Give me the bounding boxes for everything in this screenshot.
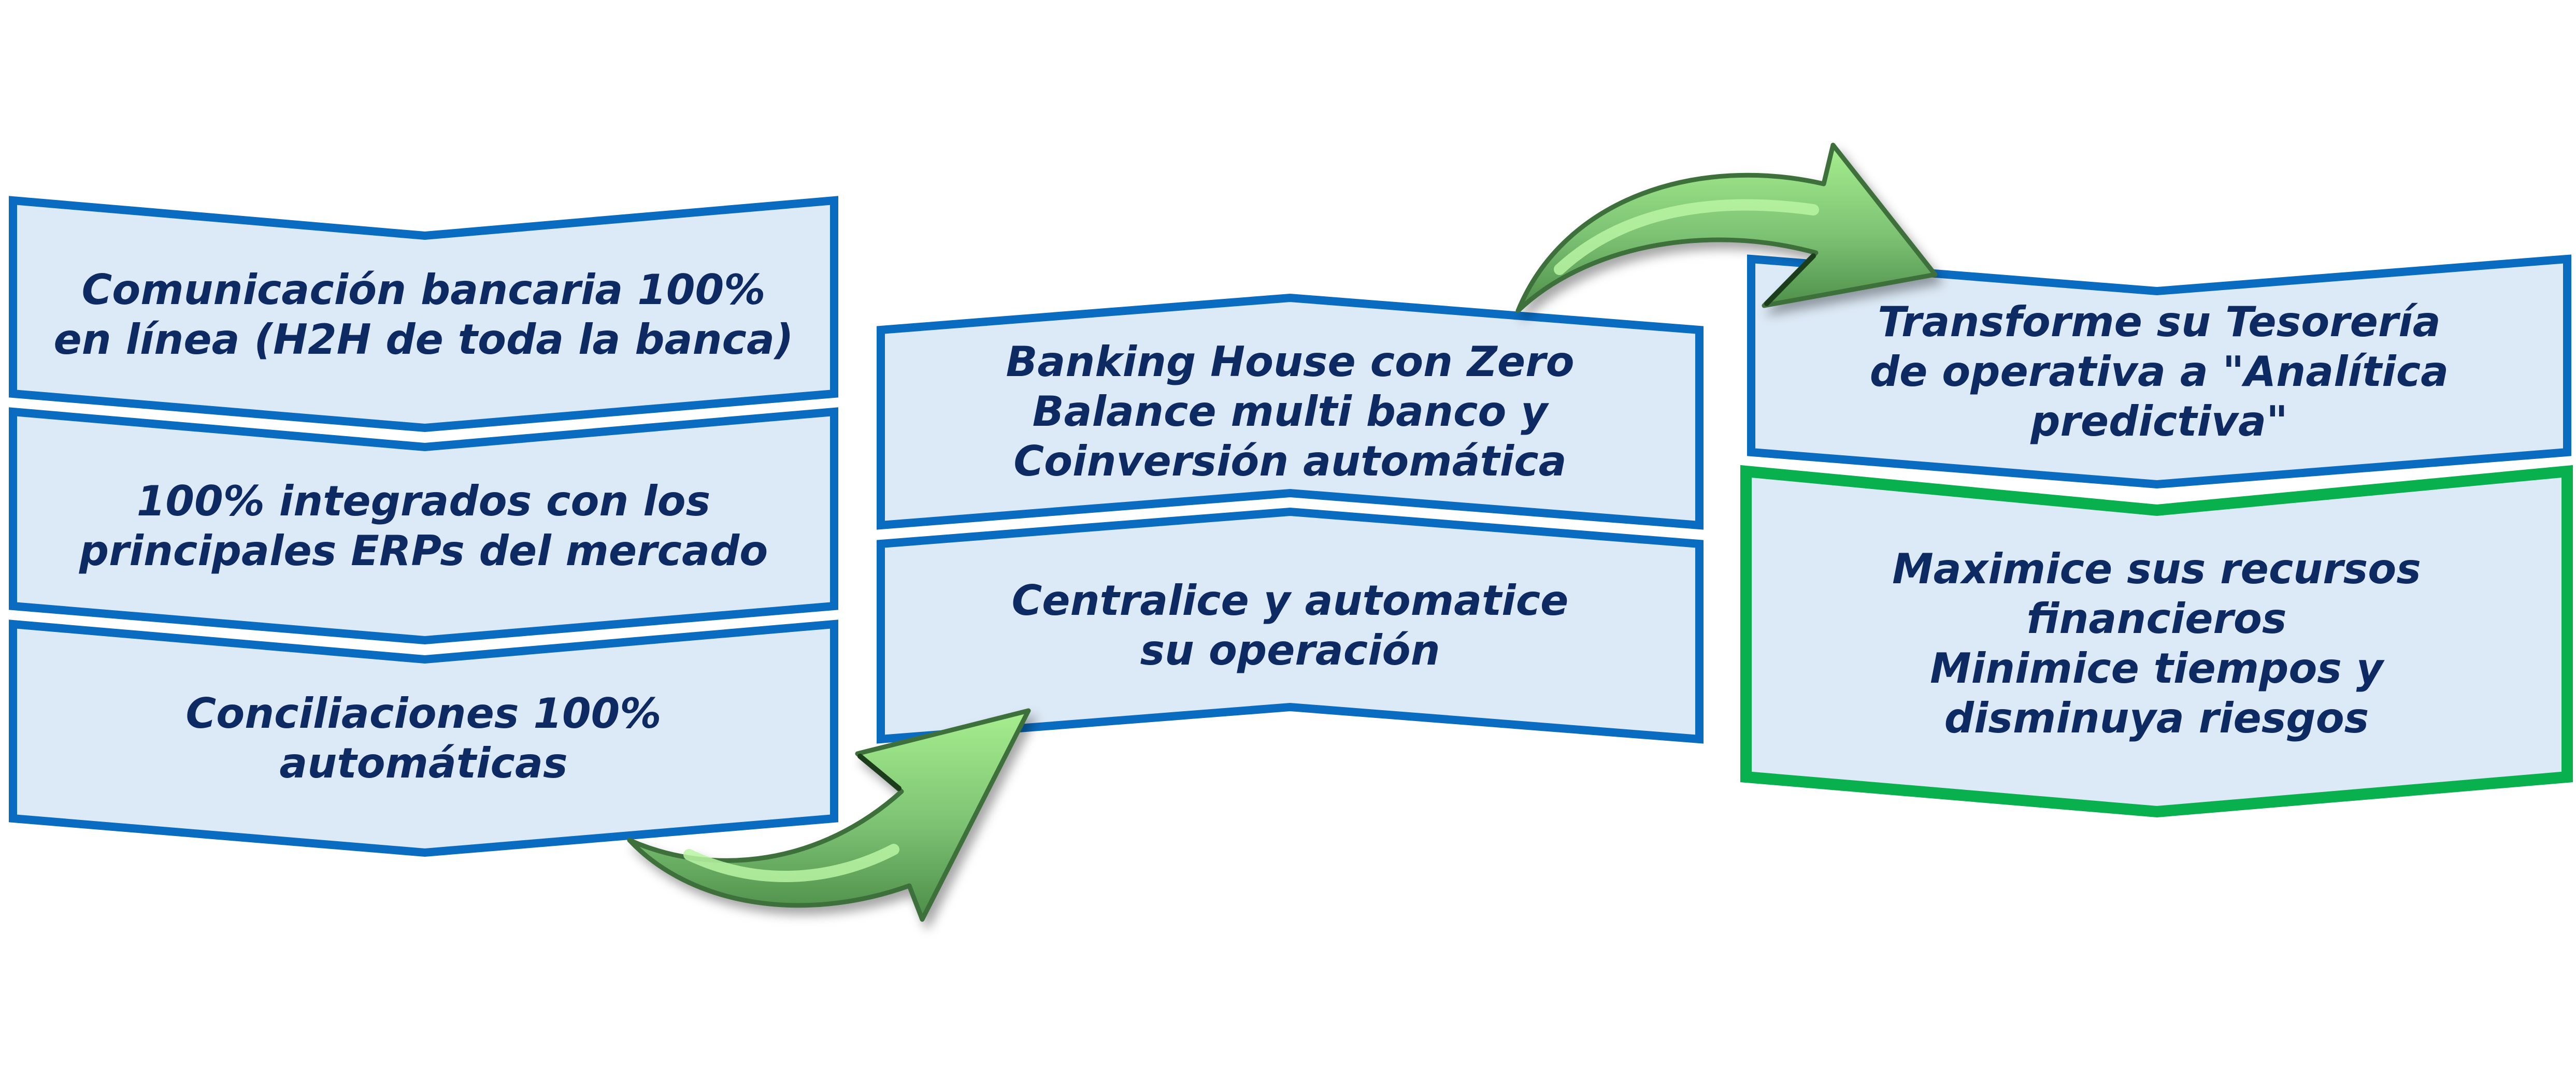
- box-text-1-1: Comunicación bancaria 100% en línea (H2H…: [13, 236, 834, 394]
- box-text-1-3: Conciliaciones 100% automáticas: [13, 659, 834, 817]
- chevron-box-3-1: [1747, 254, 2571, 489]
- box-text-line: Coinversión automática: [1013, 437, 1567, 485]
- box-text-line: en línea (H2H de toda la banca): [53, 315, 794, 364]
- box-text-line: Maximice sus recursos: [1892, 544, 2421, 593]
- curved-arrow-icon: [627, 708, 1031, 922]
- box-text-line: automáticas: [279, 739, 568, 787]
- box-text-3-1: Transforme su Tesorería de operativa a "…: [1751, 291, 2567, 452]
- box-text-line: Balance multi banco y: [1032, 387, 1548, 436]
- box-text-line: Conciliaciones 100%: [185, 689, 662, 738]
- box-text-3-2: Maximice sus recursos financieros Minimi…: [1746, 510, 2567, 777]
- box-text-line: disminuya riesgos: [1944, 694, 2369, 742]
- box-text-2-1: Banking House con Zero Balance multi ban…: [881, 330, 1699, 493]
- curved-arrow-icon: [1515, 142, 1938, 313]
- box-text-line: de operativa a "Analítica: [1869, 347, 2449, 396]
- box-text-2-2: Centralice y automatice su operación: [881, 544, 1699, 707]
- box-text-line: su operación: [1140, 626, 1440, 674]
- chevron-box-1-1: [9, 196, 838, 433]
- box-text-line: Minimice tiempos y: [1930, 644, 2383, 693]
- box-text-line: Banking House con Zero: [1006, 337, 1575, 386]
- box-text-line: financieros: [2026, 594, 2287, 643]
- chevron-box-2-2: [877, 507, 1704, 744]
- chevron-box-1-2: [9, 407, 838, 645]
- box-text-line: Comunicación bancaria 100%: [81, 265, 766, 314]
- box-text-line: 100% integrados con los: [136, 477, 711, 525]
- chevron-box-2-1: [877, 293, 1704, 530]
- box-text-1-2: 100% integrados con los principales ERPs…: [13, 447, 834, 605]
- box-text-line: Centralice y automatice: [1011, 576, 1569, 625]
- box-text-line: Transforme su Tesorería: [1878, 297, 2441, 346]
- box-text-line: predictiva": [2030, 397, 2288, 445]
- chevron-box-3-2-highlighted: [1740, 465, 2573, 818]
- chevron-box-1-3: [9, 620, 838, 857]
- box-text-line: principales ERPs del mercado: [79, 526, 768, 575]
